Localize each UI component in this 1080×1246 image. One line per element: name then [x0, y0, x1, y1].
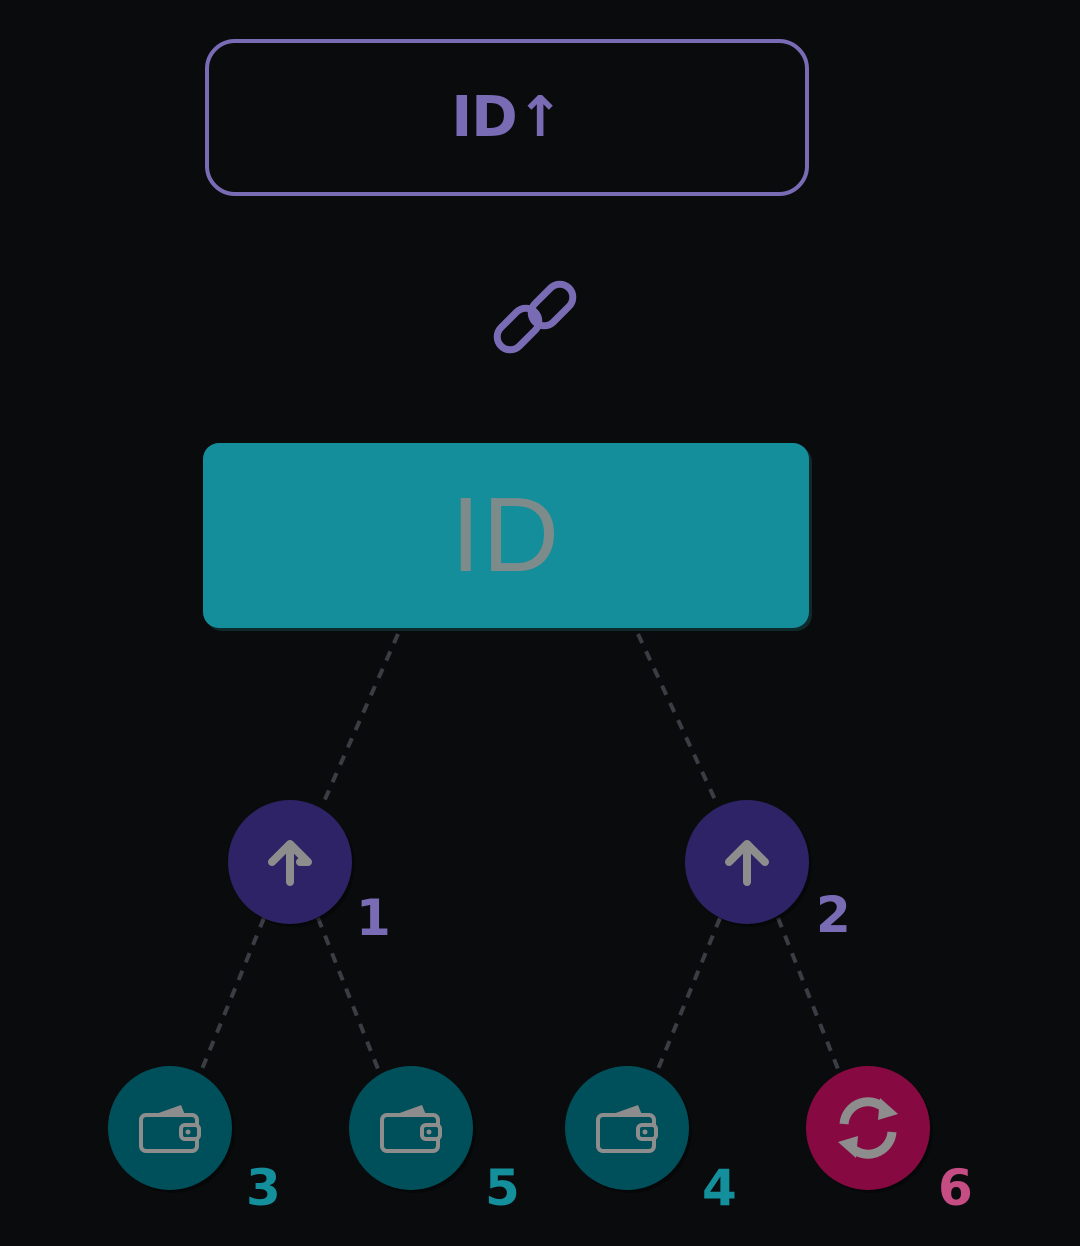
- wallet-icon: [139, 1105, 201, 1153]
- node-2: [685, 800, 809, 924]
- node-3-badge: 3: [246, 1159, 281, 1217]
- wallet-icon: [380, 1105, 442, 1153]
- arrow-up-icon: [268, 840, 312, 886]
- connector-node-1-to-node-5: [316, 917, 382, 1075]
- top-id-label: ID↑: [451, 85, 563, 150]
- main-id-label: ID: [451, 476, 561, 594]
- main-id-box: ID: [203, 443, 809, 628]
- connector-node-2-to-node-6: [776, 917, 842, 1075]
- node-2-badge: 2: [816, 886, 851, 944]
- node-4: [565, 1066, 689, 1190]
- top-id-box: ID↑: [205, 39, 809, 196]
- link-icon: [493, 280, 577, 354]
- connector-main-to-node-2: [636, 633, 720, 807]
- sync-icon: [838, 1097, 898, 1159]
- node-4-badge: 4: [702, 1159, 737, 1217]
- node-6: [806, 1066, 930, 1190]
- node-6-badge: 6: [938, 1159, 973, 1217]
- node-3: [108, 1066, 232, 1190]
- wallet-icon: [596, 1105, 658, 1153]
- connector-main-to-node-1: [320, 633, 400, 807]
- node-5: [349, 1066, 473, 1190]
- node-1-badge: 1: [356, 889, 391, 947]
- node-1: [228, 800, 352, 924]
- connector-node-2-to-node-4: [654, 917, 722, 1075]
- arrow-up-icon: [725, 840, 769, 886]
- node-5-badge: 5: [485, 1159, 520, 1217]
- connector-node-1-to-node-3: [198, 917, 266, 1075]
